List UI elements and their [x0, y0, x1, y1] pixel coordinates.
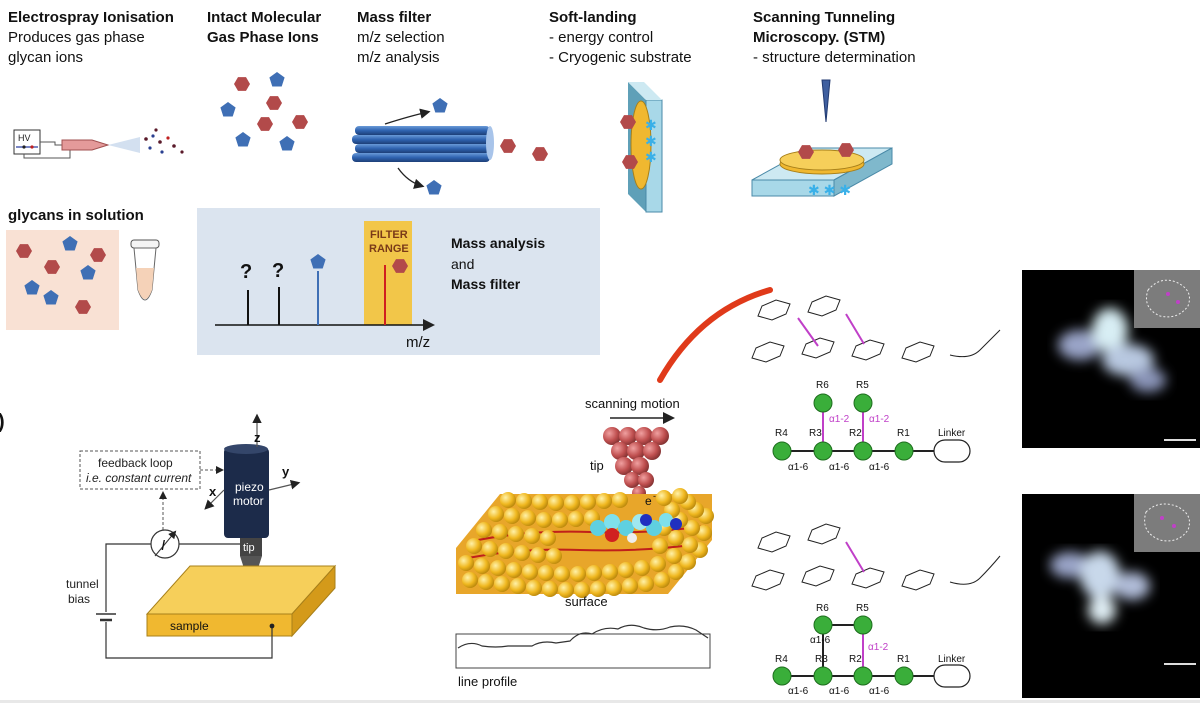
- tip-label: tip: [243, 542, 255, 554]
- link-label: α1-6: [810, 635, 831, 646]
- stm-image-bottom: [1022, 494, 1200, 698]
- tip-surface-scene: [455, 287, 773, 669]
- stage-title: Gas Phase Ions: [207, 29, 319, 46]
- stage-gas-phase-ions: Intact Molecular Gas Phase Ions: [207, 8, 321, 48]
- svg-text:✱: ✱: [645, 149, 657, 165]
- link-label: α1-6: [788, 686, 809, 697]
- z-axis-label: z: [254, 430, 261, 445]
- link-label: α1-2: [868, 642, 889, 653]
- stage-desc: glycan ions: [8, 49, 84, 66]
- filter-range-label: RANGE: [369, 243, 409, 255]
- bias-label: bias: [68, 592, 90, 606]
- link-label: α1-6: [869, 686, 890, 697]
- node-label: R2: [849, 428, 862, 439]
- node-label: R4: [775, 654, 788, 665]
- solution-box: [6, 230, 119, 330]
- glycan-schematic-top: [772, 393, 971, 463]
- feedback-label: feedback loop: [98, 456, 173, 470]
- node-label: R4: [775, 428, 788, 439]
- stage-desc: Produces gas phase: [8, 29, 145, 46]
- piezo-label: motor: [233, 494, 264, 508]
- svg-text:✱: ✱: [645, 133, 657, 149]
- x-axis-label: x: [209, 484, 217, 499]
- hv-label: HV: [18, 133, 31, 143]
- solution-title: glycans in solution: [8, 207, 144, 224]
- node-label: R1: [897, 654, 910, 665]
- mass-analysis-panel: [197, 208, 600, 355]
- node-label: R3: [815, 654, 828, 665]
- node-label: Linker: [938, 428, 966, 439]
- stage-title: Microscopy. (STM): [753, 29, 886, 46]
- surface-atoms: [456, 488, 714, 598]
- glycan-schematic-bottom: [772, 615, 971, 688]
- stage-electrospray: Electrospray Ionisation Produces gas pha…: [8, 8, 174, 68]
- unknown-peak-2: ?: [272, 260, 284, 282]
- link-label: α1-6: [829, 686, 850, 697]
- stm-substrate: ✱ ✱ ✱: [751, 79, 893, 198]
- svg-text:✱: ✱: [645, 117, 657, 133]
- surface-label: surface: [565, 594, 608, 609]
- bottom-divider: [0, 700, 1200, 703]
- soft-landing-substrate: ✱ ✱ ✱: [620, 82, 663, 213]
- stage-title: Electrospray Ionisation: [8, 9, 174, 26]
- node-label: R3: [809, 428, 822, 439]
- current-label: I: [161, 537, 165, 554]
- node-label: R5: [856, 380, 869, 391]
- node-label: R1: [897, 428, 910, 439]
- stage-desc: - energy control: [549, 29, 654, 46]
- gas-phase-ions: [220, 72, 308, 151]
- sample-label: sample: [170, 619, 209, 633]
- y-axis-label: y: [282, 464, 290, 479]
- node-label: Linker: [938, 654, 966, 665]
- quadrupole-mass-filter: [352, 98, 548, 195]
- mass-analysis-caption: Mass filter: [451, 276, 521, 292]
- line-profile-label: line profile: [458, 674, 517, 689]
- stage-title: Mass filter: [357, 9, 432, 26]
- electron-charge: -: [653, 491, 656, 501]
- link-label: α1-2: [869, 414, 890, 425]
- electron-label: e: [645, 494, 652, 508]
- svg-text:✱ ✱ ✱: ✱ ✱ ✱: [808, 182, 851, 198]
- stm-image-top: [1022, 270, 1200, 448]
- unknown-peak-1: ?: [240, 261, 252, 283]
- stage-desc: m/z analysis: [357, 49, 440, 66]
- mass-analysis-caption: Mass analysis: [451, 235, 545, 251]
- stage-desc: - Cryogenic substrate: [549, 49, 692, 66]
- stage-stm: Scanning Tunneling Microscopy. (STM) - s…: [753, 8, 916, 68]
- link-label: α1-6: [869, 462, 890, 473]
- adsorbed-molecule: [590, 513, 682, 543]
- piezo-label: piezo: [235, 480, 264, 494]
- filter-range-label: FILTER: [370, 229, 408, 241]
- glycan-structure-top: [751, 295, 1001, 363]
- electrospray-apparatus: HV: [13, 128, 184, 159]
- link-label: α1-2: [829, 414, 850, 425]
- bias-label: tunnel: [66, 577, 99, 591]
- eppendorf-tube-icon: [130, 239, 160, 301]
- glycan-structure-bottom: [751, 523, 1001, 591]
- tip-atoms: [603, 427, 669, 500]
- node-label: R6: [816, 603, 829, 614]
- stage-title: Intact Molecular: [207, 9, 322, 26]
- mass-analysis-caption: and: [451, 256, 474, 272]
- stage-soft-landing: Soft-landing - energy control - Cryogeni…: [549, 8, 692, 68]
- scan-motion-label: scanning motion: [585, 396, 680, 411]
- mz-axis-label: m/z: [406, 334, 430, 351]
- node-label: R6: [816, 380, 829, 391]
- feedback-label: i.e. constant current: [86, 471, 192, 485]
- link-label: α1-6: [788, 462, 809, 473]
- stage-title: Soft-landing: [549, 9, 637, 26]
- stage-title: Scanning Tunneling: [753, 9, 896, 26]
- tip-scene-tip-label: tip: [590, 458, 604, 473]
- stm-schematic: [79, 413, 337, 659]
- link-label: α1-6: [829, 462, 850, 473]
- stage-desc: m/z selection: [357, 29, 445, 46]
- stage-desc: - structure determination: [753, 49, 916, 66]
- node-label: R2: [849, 654, 862, 665]
- node-label: R5: [856, 603, 869, 614]
- panel-letter: ): [0, 411, 5, 433]
- stage-mass-filter: Mass filter m/z selection m/z analysis: [357, 8, 445, 68]
